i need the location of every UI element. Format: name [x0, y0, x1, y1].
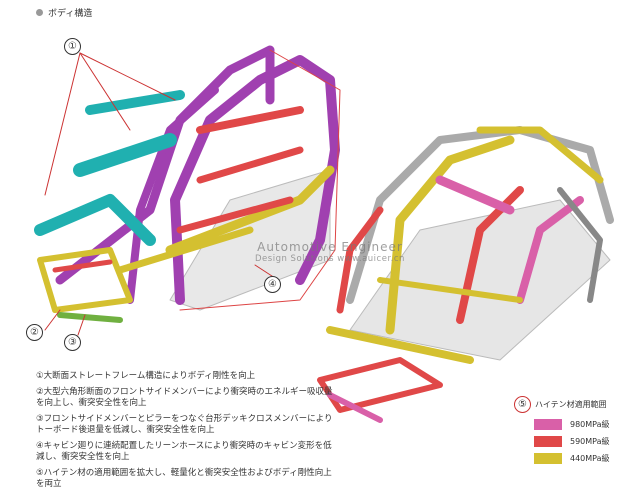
callout-4: ④ [264, 276, 281, 293]
legend-item: 590MPa級 [534, 436, 610, 447]
callout-1: ① [64, 38, 81, 55]
legend-label: 590MPa級 [570, 437, 610, 446]
legend: ⑤ ハイテン材適用範囲 980MPa級 590MPa級 440MPa級 [514, 396, 610, 470]
note-4: ④キャビン廻りに連続配置したリーンホースにより衝突時のキャビン変形を低減し、衝突… [36, 440, 332, 463]
swatch-440 [534, 453, 562, 464]
legend-label: 440MPa級 [570, 454, 610, 463]
swatch-980 [534, 419, 562, 430]
legend-label: 980MPa級 [570, 420, 610, 429]
left-car-frame [34, 45, 341, 336]
section-title: ボディ構造 [36, 6, 92, 19]
feature-notes: ①大断面ストレートフレーム構造によりボディ剛性を向上 ②大型六角形断面のフロント… [36, 371, 336, 493]
watermark: Automotive Engineer Design Solutions www… [255, 240, 405, 264]
title-text: ボディ構造 [48, 9, 93, 19]
callout-5: ⑤ [514, 396, 531, 413]
watermark-line2: Design Solutions www.auicer.cn [255, 254, 405, 264]
note-1: ①大断面ストレートフレーム構造によりボディ剛性を向上 [36, 371, 256, 381]
watermark-line1: Automotive Engineer [257, 240, 403, 254]
legend-title: ハイテン材適用範囲 [535, 400, 607, 409]
bullet-icon [36, 9, 43, 16]
note-3: ③フロントサイドメンバーとピラーをつなぐ台形デッキクロスメンバーによりトーボード… [36, 413, 333, 436]
right-car-frame [317, 126, 614, 423]
swatch-590 [534, 436, 562, 447]
note-2: ②大型六角形断面のフロントサイドメンバーにより衝突時のエネルギー吸収量を向上し、… [36, 386, 333, 409]
note-5: ⑤ハイテン材の適用範囲を拡大し、軽量化と衝突安全性およびボディ剛性向上を両立 [36, 467, 332, 490]
callout-2: ② [26, 324, 43, 341]
callout-3: ③ [64, 334, 81, 351]
legend-item: 440MPa級 [534, 453, 610, 464]
legend-item: 980MPa級 [534, 419, 610, 430]
